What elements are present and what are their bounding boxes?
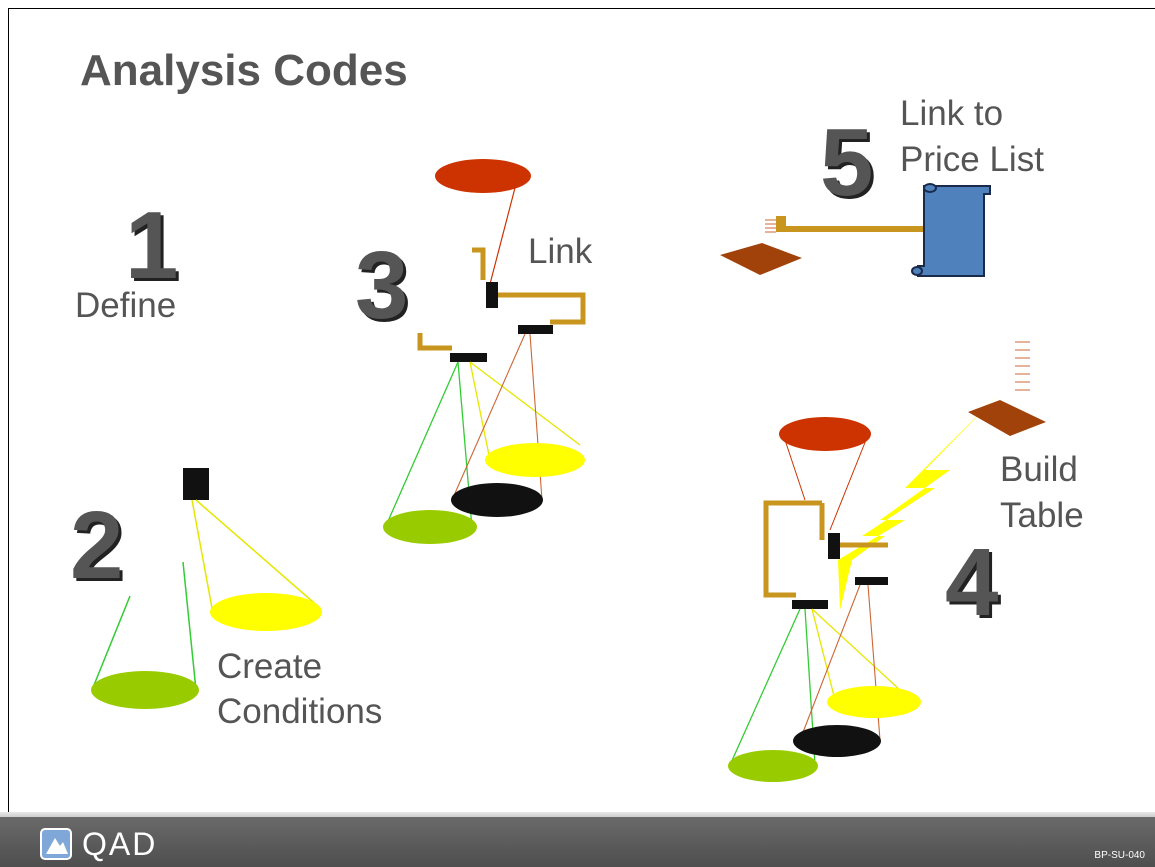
step4-figure	[728, 341, 1046, 782]
step3-red-disc	[435, 159, 531, 193]
step-3-number: 3	[355, 232, 409, 339]
footer-divider	[0, 812, 1155, 817]
step4-black-disc	[793, 725, 881, 757]
qad-logo-icon	[40, 828, 72, 860]
step-2-label-line1: Create	[217, 647, 323, 686]
slide-frame	[8, 8, 1155, 867]
qad-logo: QAD	[40, 825, 158, 862]
step3-yellow-disc	[485, 443, 585, 477]
step4-table-card	[968, 400, 1046, 436]
step-5-number: 5	[820, 109, 874, 216]
slide-code: BP-SU-040	[1094, 850, 1145, 861]
slide-title: Analysis Codes	[80, 46, 408, 95]
step-1-label: Define	[75, 286, 177, 325]
step-4-number: 4	[945, 529, 999, 636]
step5-figure	[720, 183, 991, 277]
step-2-label-line2: Conditions	[217, 692, 383, 731]
step4-green-disc	[728, 750, 818, 782]
step-4-label-line1: Build	[1000, 450, 1078, 489]
step-1-number: 1	[125, 192, 179, 299]
step-4-label-line2: Table	[1000, 496, 1084, 535]
step-3-label: Link	[528, 232, 593, 271]
footer-bar	[0, 817, 1155, 867]
step4-red-disc	[779, 417, 871, 451]
step5-table-card	[720, 243, 802, 275]
step2-yellow-disc	[210, 593, 322, 631]
step2-figure	[91, 468, 322, 709]
step3-black-disc	[451, 483, 543, 517]
step2-block	[183, 468, 209, 500]
step-5-label-line2: Price List	[900, 140, 1044, 179]
step3-green-disc	[383, 510, 477, 544]
step-5-label-line1: Link to	[900, 94, 1004, 133]
step3-figure	[383, 159, 586, 544]
qad-logo-text: QAD	[82, 825, 158, 862]
step5-price-list-scroll	[917, 185, 991, 277]
step4-yellow-disc	[827, 686, 921, 718]
step-2-number: 2	[70, 492, 124, 599]
step2-green-disc	[91, 671, 199, 709]
